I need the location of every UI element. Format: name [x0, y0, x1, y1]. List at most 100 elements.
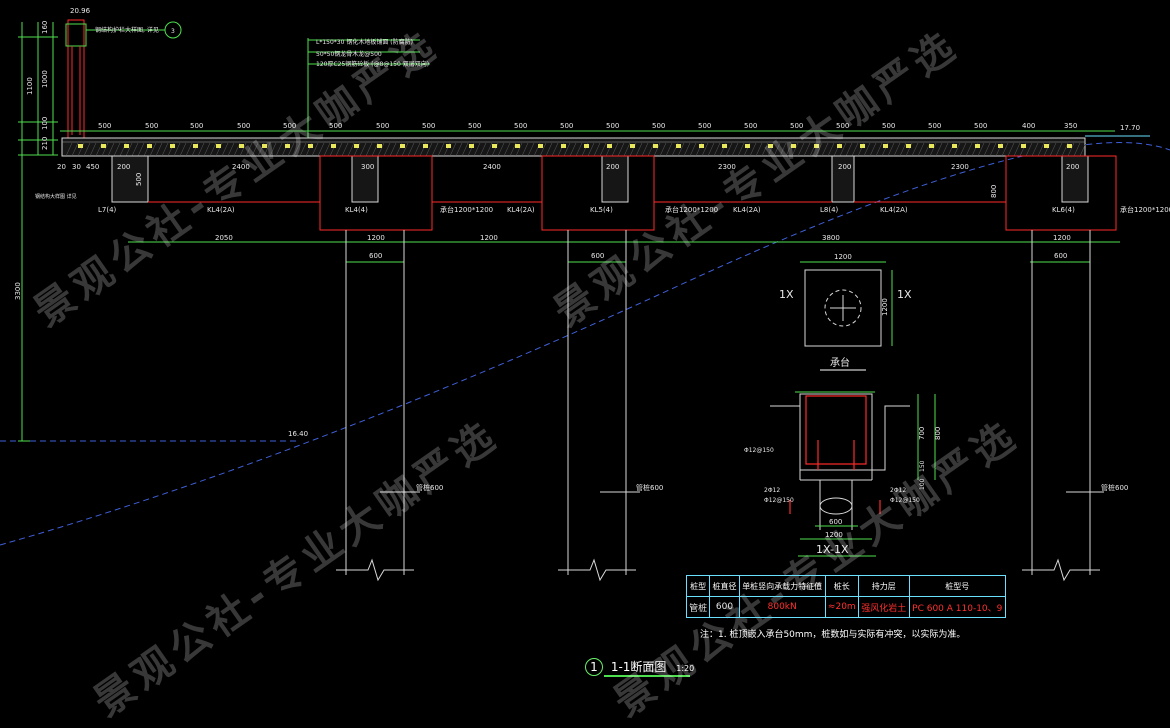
top-dimension: 500: [974, 122, 987, 130]
slab-hatch-line: [335, 142, 343, 157]
slab-hatch-line: [617, 142, 625, 157]
deck-joist-mark: [170, 144, 175, 148]
slab-hatch-line: [707, 142, 715, 157]
top-dimension: 500: [283, 122, 296, 130]
beam-label: KL4(2A): [733, 206, 761, 214]
top-dimension: 500: [744, 122, 757, 130]
beam-label: KL4(2A): [207, 206, 235, 214]
beam-label: 承台1200*1200: [1120, 205, 1170, 214]
pile-label: 管桩600: [416, 483, 443, 492]
slab-hatch-line: [137, 142, 145, 157]
beam-dimension: 500: [135, 173, 143, 186]
slab-hatch-line: [563, 142, 571, 157]
slab-hatch-line: [539, 142, 547, 157]
bottom-dimension: 3800: [822, 234, 840, 242]
slab-hatch-line: [635, 142, 643, 157]
top-dimension: 500: [790, 122, 803, 130]
drawing-title: 1 1-1断面图 1:20: [585, 658, 694, 676]
slab-hatch-line: [101, 142, 109, 157]
section-dimension: 1200: [825, 531, 843, 539]
slab-hatch-line: [1025, 142, 1033, 157]
pile-table-cell: PC 600 A 110-10、9: [908, 596, 1007, 618]
deck-joist-mark: [791, 144, 796, 148]
section-label: 1X-1X: [816, 543, 849, 556]
beam-label: KL4(2A): [507, 206, 535, 214]
slab-hatch-line: [761, 142, 769, 157]
slab-hatch-line: [893, 142, 901, 157]
slab-hatch-line: [623, 142, 631, 157]
deck-joist-mark: [768, 144, 773, 148]
slab-hatch-line: [875, 142, 883, 157]
pile-table-header: 单桩竖向承载力特征值: [738, 575, 826, 597]
slab-hatch-line: [935, 142, 943, 157]
elevation-top-post: 20.96: [70, 7, 91, 15]
layer-callout: L*150*30 钢化木地板铺面 (防腐防): [316, 38, 413, 46]
left-dimension: 3300: [14, 282, 22, 300]
slab-hatch-line: [845, 142, 853, 157]
handrail-callout: 钢结构护栏大样图, 详见: [95, 26, 159, 34]
left-dimension: 1100: [26, 77, 34, 95]
deck-joist-mark: [745, 144, 750, 148]
beam-dimension: 200: [606, 163, 619, 171]
title-scale: 1:20: [676, 664, 695, 673]
left-dimension: 160: [41, 21, 49, 34]
slab-hatch-line: [1049, 142, 1057, 157]
left-dimension: 1000: [41, 70, 49, 88]
slab-hatch-line: [407, 142, 415, 157]
slab-hatch-line: [473, 142, 481, 157]
pile-cap-3: [1005, 155, 1117, 231]
pile-table-header-row: 桩型 桩直径 单桩竖向承载力特征值 桩长 持力层 桩型号: [685, 575, 1007, 597]
pile-dimension: 600: [1054, 252, 1067, 260]
slab-hatch-line: [1007, 142, 1015, 157]
slab-hatch-line: [713, 142, 721, 157]
beam-dimension: 200: [838, 163, 851, 171]
deck-joist-mark: [124, 144, 129, 148]
slab-hatch-line: [275, 142, 283, 157]
rebar-label: Φ12@150: [764, 497, 794, 504]
slab-hatch-line: [497, 142, 505, 157]
slab-hatch-line: [89, 142, 97, 157]
top-dimension: 500: [606, 122, 619, 130]
slab-hatch-line: [317, 142, 325, 157]
pile-cap-1: [319, 155, 433, 231]
deck-joist-mark: [308, 144, 313, 148]
deck-joist-mark: [216, 144, 221, 148]
layer-callout: 120厚C25钢筋砼板 (@8@150 双层双向): [316, 60, 429, 68]
beam-label: KL6(4): [1052, 206, 1075, 214]
top-dimension: 500: [190, 122, 203, 130]
slab-hatch-line: [179, 142, 187, 157]
top-dimension: 500: [698, 122, 711, 130]
slab-hatch-line: [797, 142, 805, 157]
pile-table-header: 持力层: [857, 575, 910, 597]
deck-joist-mark: [837, 144, 842, 148]
slab-hatch-line: [983, 142, 991, 157]
slab-hatch-line: [869, 142, 877, 157]
deck-joist-mark: [906, 144, 911, 148]
slab-hatch-line: [83, 142, 91, 157]
section-tag: 1X: [897, 288, 912, 301]
title-number-circle: 1: [585, 658, 603, 676]
pile-table-row: 管桩 600 800kN ≈20m 强风化岩土 PC 600 A 110-10、…: [685, 596, 1007, 618]
slab-hatch-line: [731, 142, 739, 157]
slab-hatch-line: [455, 142, 463, 157]
handrail-ref-number: 3: [171, 28, 175, 35]
pile-table-cell: 800kN: [738, 596, 826, 618]
slab-hatch-line: [677, 142, 685, 157]
top-dimension: 500: [882, 122, 895, 130]
slab-hatch-line: [839, 142, 847, 157]
layer-callout: 50*50钢龙骨木龙@500: [316, 50, 382, 58]
slab-hatch-line: [593, 142, 601, 157]
cap-plan: [804, 269, 882, 347]
section-dimension: 800: [934, 427, 942, 440]
slab-hatch-line: [203, 142, 211, 157]
top-dimension: 500: [928, 122, 941, 130]
slab-hatch-line: [299, 142, 307, 157]
slab-hatch-line: [725, 142, 733, 157]
bottom-dimension: 2050: [215, 234, 233, 242]
section-dimension: 150: [919, 460, 926, 472]
slab-hatch-line: [863, 142, 871, 157]
slab-hatch-line: [773, 142, 781, 157]
deck-joist-mark: [699, 144, 704, 148]
slab-hatch-line: [155, 142, 163, 157]
slab-hatch-line: [587, 142, 595, 157]
